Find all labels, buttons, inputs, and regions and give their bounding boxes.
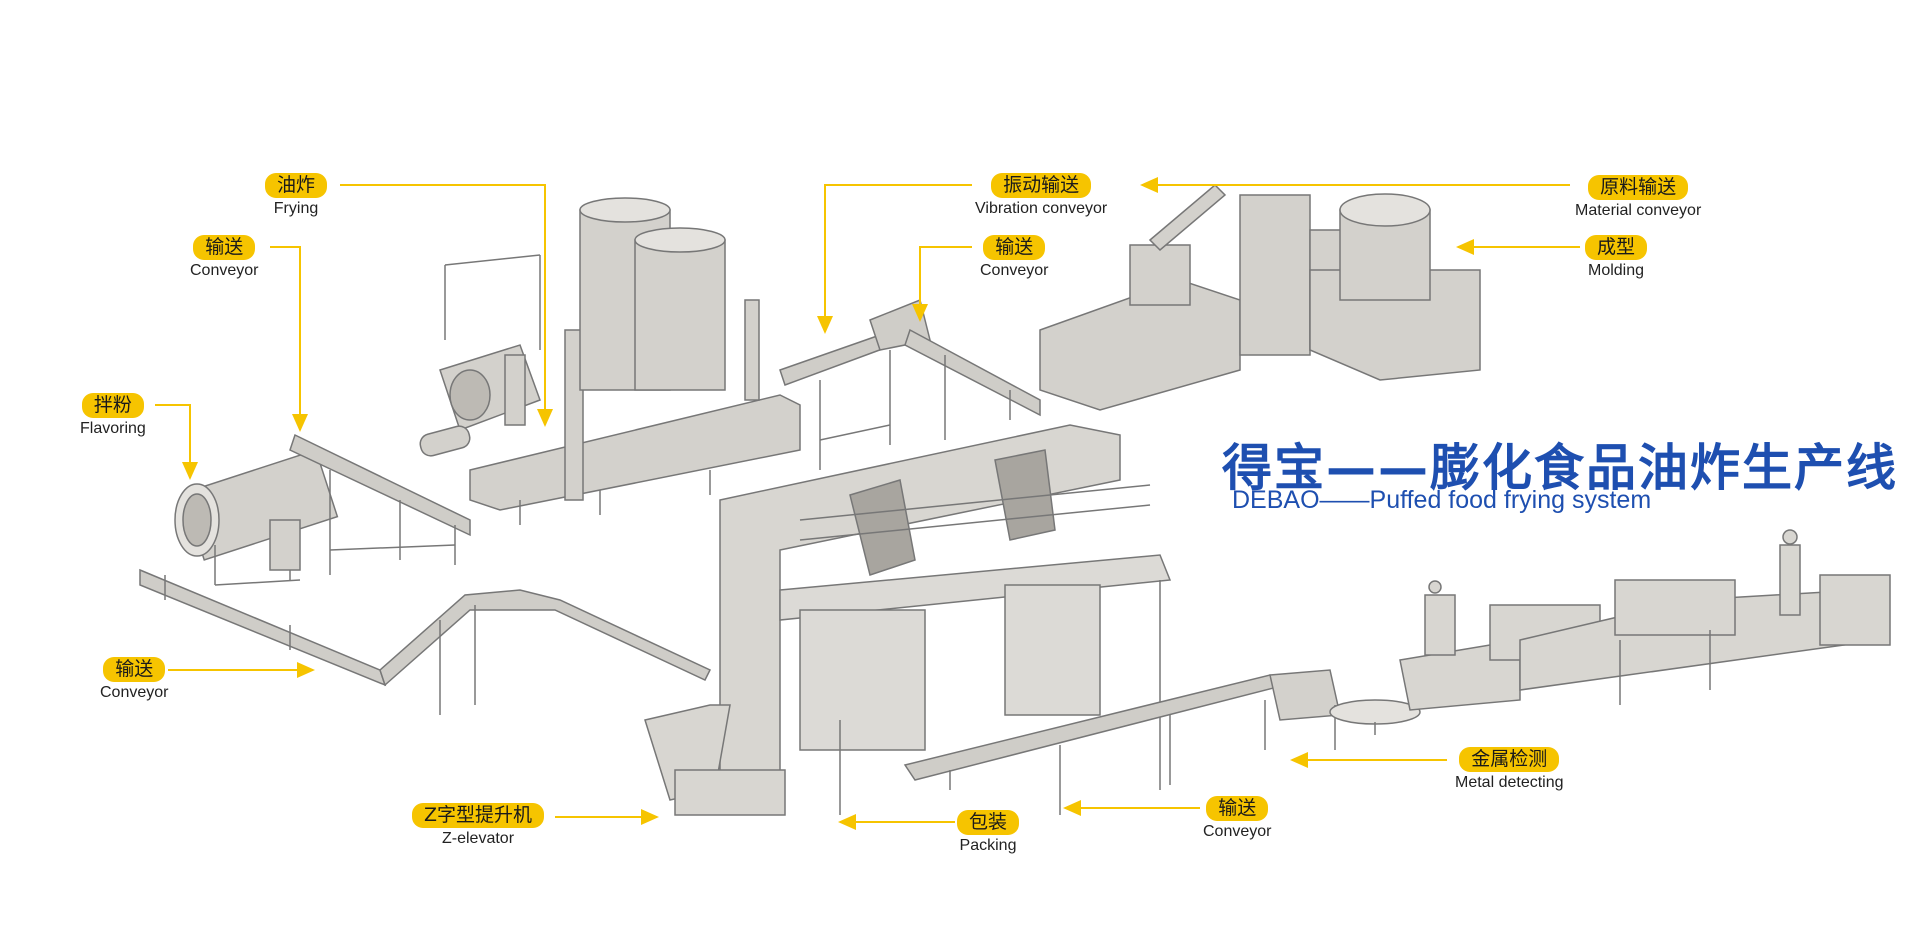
callout-conveyor-bottom: 输送 Conveyor [1203,796,1271,841]
material-conveyor-tag: 原料输送 [1588,175,1689,200]
conveyor-label: Conveyor [190,262,259,279]
conveyor-label: Conveyor [1203,823,1272,840]
callout-frying: 油炸 Frying [265,173,328,218]
conveyor-tag: 输送 [1206,796,1269,821]
callout-molding: 成型 Molding [1585,235,1648,280]
molding-machine [1039,183,1481,411]
callout-vibration-conveyor: 振动输送 Vibration conveyor [975,173,1107,218]
title-chinese: 得宝——膨化食品油炸生产线 [1222,439,1898,497]
vibration-conveyor [779,298,931,470]
frying-tag: 油炸 [265,173,328,198]
frying-label: Frying [273,200,319,217]
flavoring-label: Flavoring [80,420,146,437]
vibration-conveyor-label: Vibration conveyor [975,200,1108,217]
metal-detecting-label: Metal detecting [1455,774,1564,791]
packing-tag: 包装 [957,810,1020,835]
callout-metal-detecting: 金属检测 Metal detecting [1455,747,1564,792]
material-conveyor-label: Material conveyor [1575,202,1702,219]
packing-label: Packing [959,837,1017,854]
molding-tag: 成型 [1585,235,1648,260]
title-english: DEBAO——Puffed food frying system [1232,486,1652,514]
conveyor-label: Conveyor [100,684,169,701]
z-elevator-tag: Z字型提升机 [412,803,545,828]
vibration-conveyor-tag: 振动输送 [991,173,1092,198]
metal-detecting-tag: 金属检测 [1459,747,1560,772]
callout-conveyor-top-mid: 输送 Conveyor [980,235,1048,280]
z-elevator-label: Z-elevator [442,830,515,847]
incline-conveyor-1 [289,433,471,575]
conveyor-tag: 输送 [103,657,166,682]
incline-conveyor-2 [904,328,1041,440]
callout-z-elevator: Z字型提升机 Z-elevator [412,803,545,848]
metal-detector [1264,669,1421,750]
leader-lines [155,177,1580,830]
flavoring-drum [174,449,339,586]
callout-flavoring: 拌粉 Flavoring [80,393,146,438]
packing-station [779,449,1172,815]
conveyor-tag: 输送 [193,235,256,260]
callout-conveyor-top-left: 输送 Conveyor [190,235,258,280]
callout-packing: 包装 Packing [957,810,1020,855]
conveyor-tag: 输送 [983,235,1046,260]
fryer [419,197,801,525]
flavoring-tag: 拌粉 [81,393,144,418]
callout-material-conveyor: 原料输送 Material conveyor [1575,175,1701,220]
molding-label: Molding [1587,262,1645,279]
lower-left-conveyor [139,568,712,715]
conveyor-label: Conveyor [980,262,1049,279]
callout-conveyor-left: 输送 Conveyor [100,657,168,702]
right-packing-line [1399,529,1891,711]
